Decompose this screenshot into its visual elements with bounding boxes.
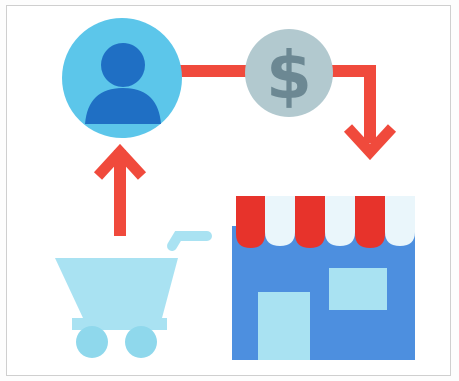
arrow-payment-to-store <box>328 65 397 161</box>
arrow-customer-to-payment <box>178 65 250 77</box>
store-awning <box>236 196 415 248</box>
arrow-cart-to-customer <box>93 143 147 236</box>
storefront-icon <box>232 196 415 360</box>
shopping-cart-icon <box>55 231 212 358</box>
currency-symbol: $ <box>266 37 312 114</box>
user-avatar-icon <box>62 18 182 138</box>
dollar-coin-icon: $ <box>245 29 333 117</box>
